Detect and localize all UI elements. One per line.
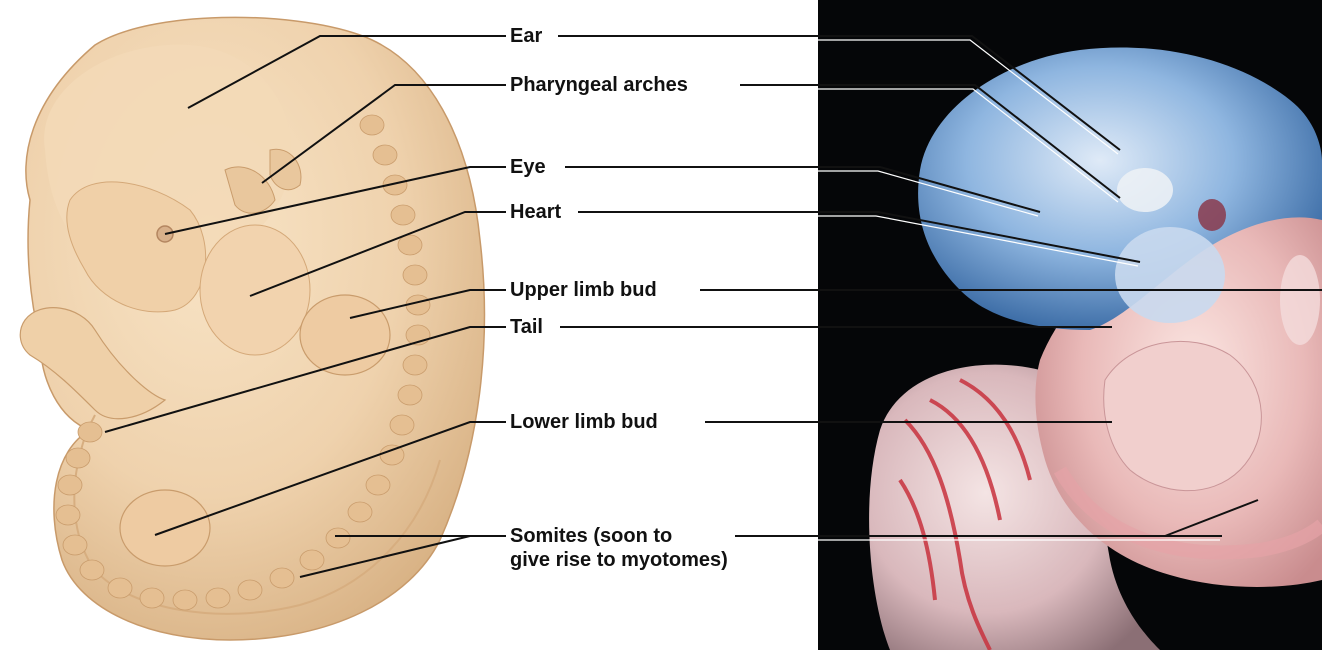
embryo-heart-bulge xyxy=(200,225,310,355)
label-ear: Ear xyxy=(508,24,544,48)
label-eye: Eye xyxy=(508,155,548,179)
illustrated-embryo xyxy=(20,17,484,640)
embryo-lower-limb xyxy=(120,490,210,566)
label-somites-line1: Somites (soon to xyxy=(510,524,728,548)
label-somites: Somites (soon to give rise to myotomes) xyxy=(508,524,730,572)
embryo-photograph xyxy=(818,0,1322,650)
photo-upper-limb xyxy=(1280,255,1320,345)
photo-pharyngeal xyxy=(1117,168,1173,212)
photo-heart xyxy=(1115,227,1225,323)
photo-eye xyxy=(1198,199,1226,231)
label-tail: Tail xyxy=(508,315,545,339)
label-somites-line2: give rise to myotomes) xyxy=(510,548,728,572)
label-pharyngeal-arches: Pharyngeal arches xyxy=(508,73,690,97)
label-upper-limb-bud: Upper limb bud xyxy=(508,278,659,302)
label-lower-limb-bud: Lower limb bud xyxy=(508,410,660,434)
label-heart: Heart xyxy=(508,200,563,224)
